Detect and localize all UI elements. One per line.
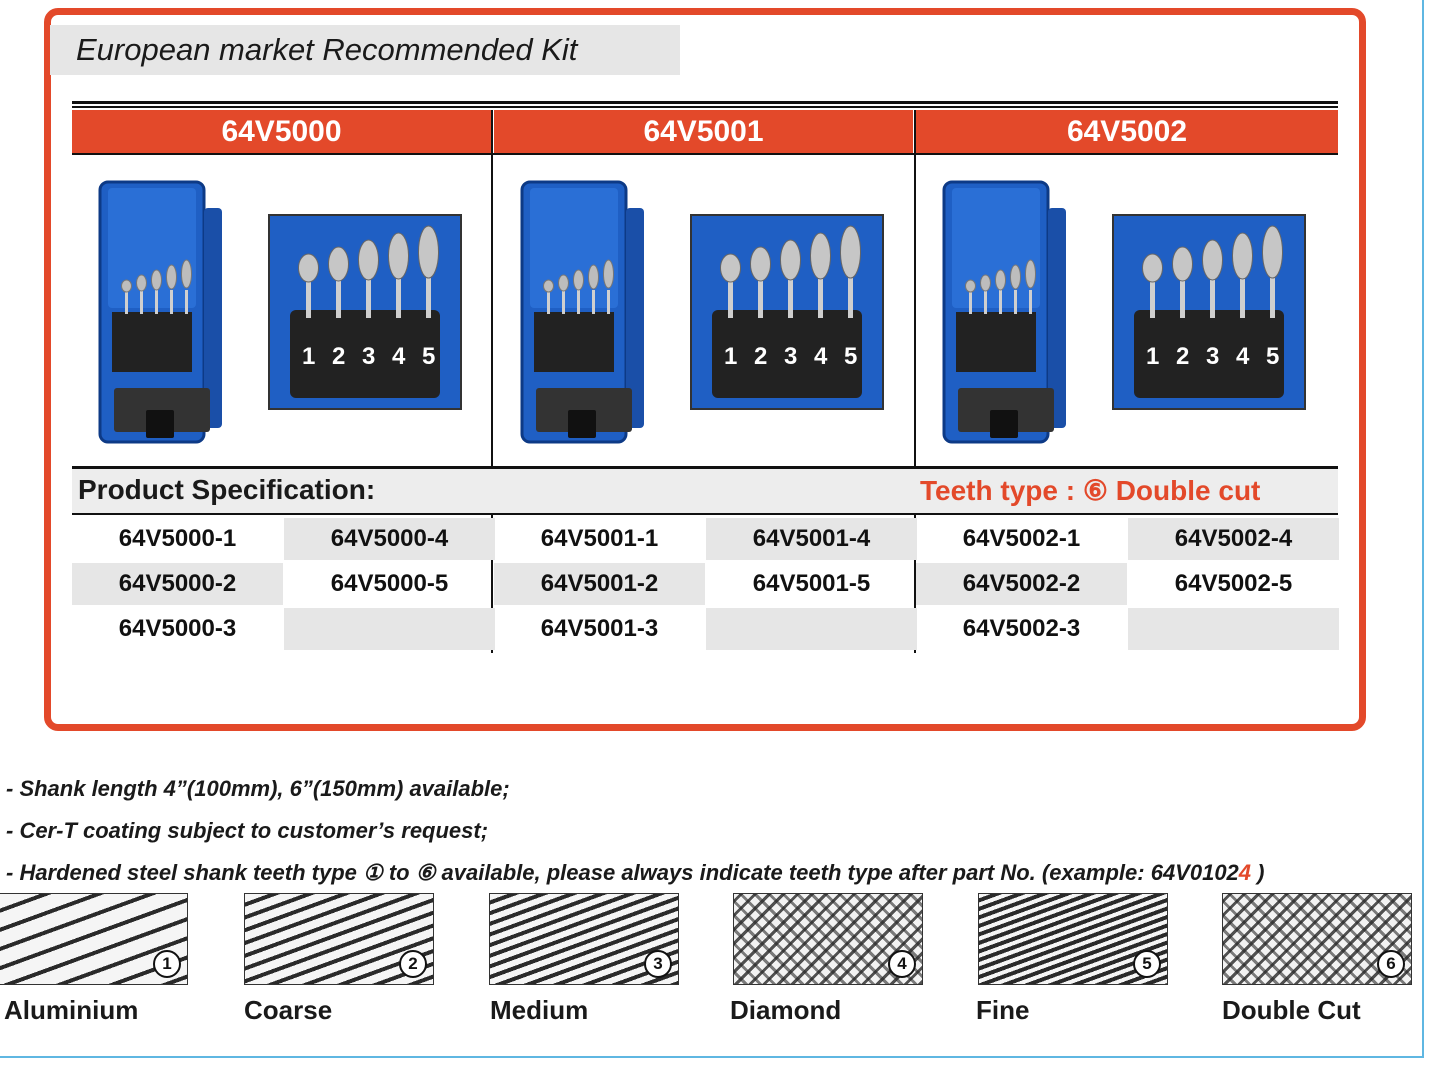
note-teeth-type: - Hardened steel shank teeth type ① to ⑥… [6, 860, 1265, 886]
model-header-64v5000: 64V5000 [72, 110, 491, 153]
teeth-type-number: 1 [153, 950, 181, 978]
teeth-type-name: Fine [976, 995, 1030, 1025]
part-number-cell: 64V5002-3 [962, 615, 1081, 642]
part-number-cell: 64V5000-4 [284, 518, 495, 560]
slot-number: 1 [724, 343, 737, 370]
teeth-type-name: Coarse [244, 995, 333, 1025]
kit-case-image [98, 180, 222, 444]
note-teeth-example-digit: 4 [1238, 860, 1252, 885]
part-number-cell [1128, 608, 1339, 650]
burr-bit [720, 253, 741, 318]
teeth-type-name: Medium [490, 995, 589, 1025]
part-number-cell: 64V5001-2 [494, 563, 705, 605]
teeth-type-number: 4 [888, 950, 916, 978]
burr-bit [810, 232, 831, 318]
burr-bit [298, 253, 319, 318]
part-number-cell: 64V5001-4 [706, 518, 917, 560]
burr-bit [1142, 253, 1163, 318]
slot-number: 3 [1206, 343, 1219, 370]
slot-number: 4 [814, 343, 828, 370]
column-divider [491, 515, 493, 653]
model-header-64v5002: 64V5002 [916, 110, 1338, 153]
burr-bit [358, 239, 379, 318]
table-rule [72, 513, 1338, 515]
burr-bit [1262, 225, 1283, 318]
part-number-cell: 64V5000-1 [118, 525, 237, 552]
teeth-type-name: Diamond [730, 995, 842, 1025]
teeth-swatch: 5 [978, 893, 1168, 985]
part-number-cell [284, 608, 495, 650]
teeth-swatch: 3 [489, 893, 679, 985]
kit-title: European market Recommended Kit [76, 32, 578, 67]
part-number-cell: 64V5001-3 [540, 615, 659, 642]
page-edge-right [1422, 0, 1424, 1058]
slot-number: 3 [784, 343, 797, 370]
product-spec-label: Product Specification: [78, 474, 376, 505]
part-number-cell: 64V5002-2 [916, 563, 1127, 605]
column-divider [914, 110, 916, 468]
part-number-cell: 64V5001-1 [540, 525, 659, 552]
slot-number: 4 [1236, 343, 1250, 370]
burr-bit [840, 225, 861, 318]
part-number-cell: 64V5002-4 [1128, 518, 1339, 560]
kit-case-image [520, 180, 644, 444]
slot-number: 1 [302, 343, 315, 370]
note-shank-length: - Shank length 4”(100mm), 6”(150mm) avai… [6, 776, 510, 801]
table-rule [72, 466, 1338, 469]
part-number-cell: 64V5000-3 [118, 615, 237, 642]
burr-bit [1202, 239, 1223, 318]
slot-number: 4 [392, 343, 406, 370]
burr-bit [328, 246, 349, 318]
column-divider [491, 110, 493, 468]
teeth-swatch: 1 [0, 893, 188, 985]
note-coating: - Cer-T coating subject to customer’s re… [6, 818, 489, 843]
table-rule [72, 106, 1338, 108]
part-number-cell: 64V5002-5 [1174, 570, 1293, 597]
teeth-type-name: Aluminium [4, 995, 139, 1025]
part-number-cell: 64V5002-1 [962, 525, 1081, 552]
kit-title-box: European market Recommended Kit [50, 25, 680, 75]
teeth-type-label: Teeth type : ⑥ Double cut [920, 475, 1261, 506]
model-header-64v5001: 64V5001 [494, 110, 913, 153]
burr-bit [780, 239, 801, 318]
part-number-cell: 64V5000-5 [330, 570, 449, 597]
kit-case-image [942, 180, 1066, 444]
teeth-type-number: 6 [1377, 950, 1405, 978]
burr-bit [750, 246, 771, 318]
teeth-type-number: 5 [1133, 950, 1161, 978]
table-rule [72, 101, 1338, 104]
teeth-type-number: 3 [644, 950, 672, 978]
slot-number: 3 [362, 343, 375, 370]
slot-number: 5 [844, 343, 857, 370]
slot-number: 2 [1176, 343, 1189, 370]
slot-number: 1 [1146, 343, 1159, 370]
burr-bit [418, 225, 439, 318]
part-number-cell: 64V5001-5 [752, 570, 871, 597]
teeth-swatch: 2 [244, 893, 434, 985]
slot-number: 2 [332, 343, 345, 370]
teeth-type-number: 2 [399, 950, 427, 978]
slot-number: 5 [422, 343, 435, 370]
burr-bit [1172, 246, 1193, 318]
teeth-swatch: 6 [1222, 893, 1412, 985]
slot-number: 2 [754, 343, 767, 370]
table-rule [72, 153, 1338, 155]
burr-bit [1232, 232, 1253, 318]
spec-band [72, 469, 1338, 513]
note-teeth-prefix: - Hardened steel shank teeth type ① to ⑥… [6, 860, 1239, 885]
page-edge-bottom [0, 1056, 1424, 1058]
part-number-cell: 64V5000-2 [72, 563, 283, 605]
burr-bit [388, 232, 409, 318]
part-number-cell [706, 608, 917, 650]
column-divider [914, 515, 916, 653]
note-teeth-suffix: ) [1251, 860, 1265, 885]
slot-number: 5 [1266, 343, 1279, 370]
teeth-type-name: Double Cut [1222, 995, 1361, 1025]
teeth-swatch: 4 [733, 893, 923, 985]
